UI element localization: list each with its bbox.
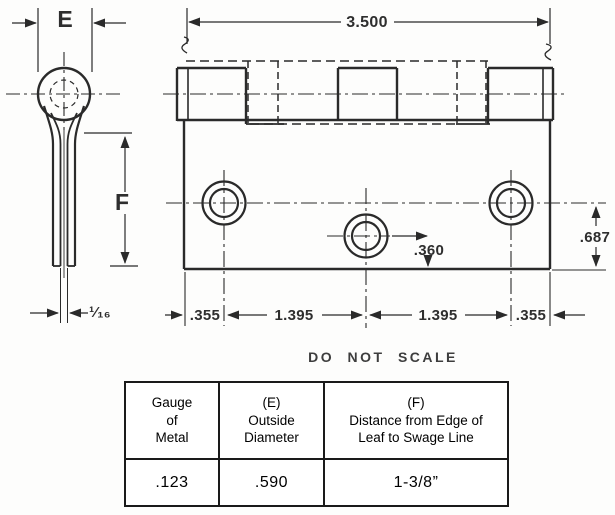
table-header-outside-diameter: (E) Outside Diameter [220,383,325,460]
table-header-swage-distance: (F) Distance from Edge of Leaf to Swage … [325,383,507,460]
table-value-outside-diameter: .590 [220,460,325,505]
table-header-gauge: Gauge of Metal [126,383,220,460]
dim-overall-width: 3.500 [346,14,388,31]
do-not-scale-note: DO NOT SCALE [308,349,458,365]
dim-edge-to-hole-left: .355 [189,307,221,324]
dim-hole-spacing-left: 1.395 [274,307,314,324]
table-value-swage-distance: 1-3/8” [393,473,439,491]
dim-label-E: E [57,6,73,32]
table-value-gauge: .123 [126,460,220,505]
dim-leaf-gap: ¹⁄₁₆ [89,304,111,321]
dim-label-F: F [114,189,130,215]
spec-table: Gauge of Metal (E) Outside Diameter (F) … [124,381,509,507]
dim-hole-spacing-right: 1.395 [418,307,458,324]
dim-end-hole-to-edge: .687 [579,229,611,246]
dim-center-hole-to-edge: .360 [413,242,445,259]
hinge-linework [6,8,606,328]
dim-edge-to-hole-right: .355 [515,307,547,324]
